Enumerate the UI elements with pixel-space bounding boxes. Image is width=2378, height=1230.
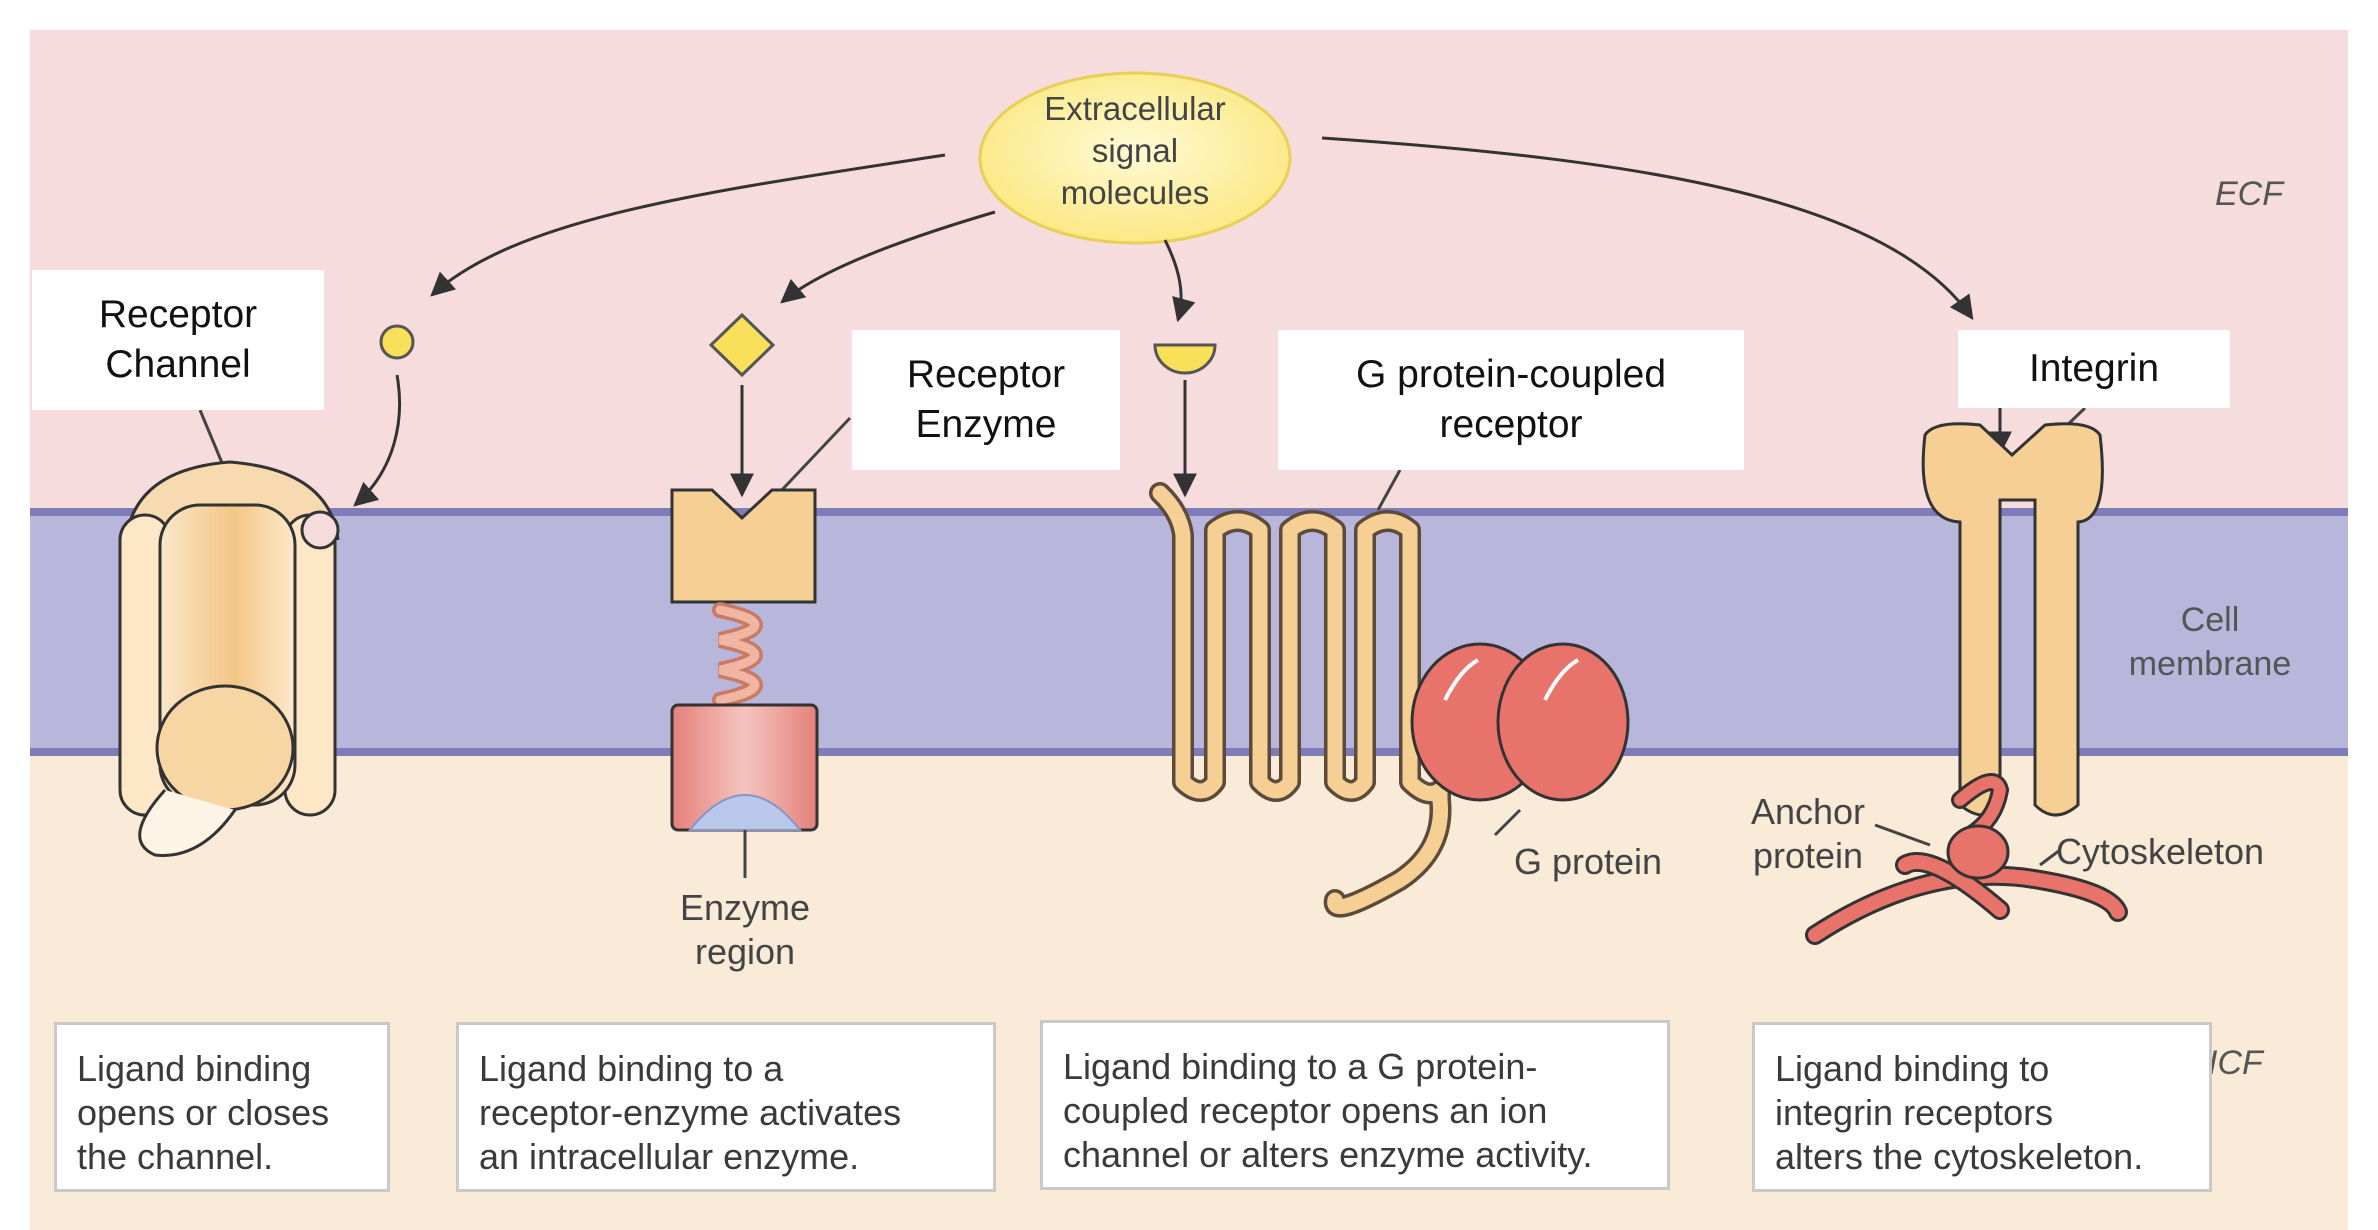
gpcr-graphic (1149, 482, 1630, 918)
receptor-channel-graphic (118, 460, 340, 857)
integrin-description: Ligand binding to integrin receptors alt… (1752, 1022, 2212, 1192)
gpcr-title: G protein-coupled receptor (1278, 330, 1744, 470)
icf-label: ICF (2208, 1044, 2263, 1082)
integrin-graphic (1921, 422, 2104, 817)
receptor-channel-title: Receptor Channel (32, 270, 324, 410)
cytoskeleton-graphic (1805, 773, 2128, 945)
integrin-title: Integrin (1958, 330, 2230, 408)
g-protein-label: G protein (1513, 841, 1663, 882)
receptor-enzyme-graphic (670, 488, 819, 878)
receptor-enzyme-title: Receptor Enzyme (852, 330, 1120, 470)
ligand-halfcircle (1153, 343, 1217, 375)
cytoskeleton-label: Cytoskeleton (2055, 831, 2265, 872)
ligand-diamond (708, 312, 776, 378)
cell-membrane-label: Cell membrane (2128, 601, 2292, 683)
signal-molecules-label: Extracellular signal molecules (1044, 90, 1226, 211)
enzyme-region-label: Enzyme region (679, 887, 811, 972)
ligand-circle (379, 324, 415, 360)
receptor-channel-description: Ligand binding opens or closes the chann… (54, 1022, 390, 1192)
ecf-label: ECF (2215, 175, 2283, 213)
signal-ellipse (978, 71, 1292, 245)
gpcr-description: Ligand binding to a G protein- coupled r… (1040, 1020, 1670, 1190)
receptor-enzyme-description: Ligand binding to a receptor-enzyme acti… (456, 1022, 996, 1192)
anchor-protein-label: Anchor protein (1750, 791, 1866, 876)
